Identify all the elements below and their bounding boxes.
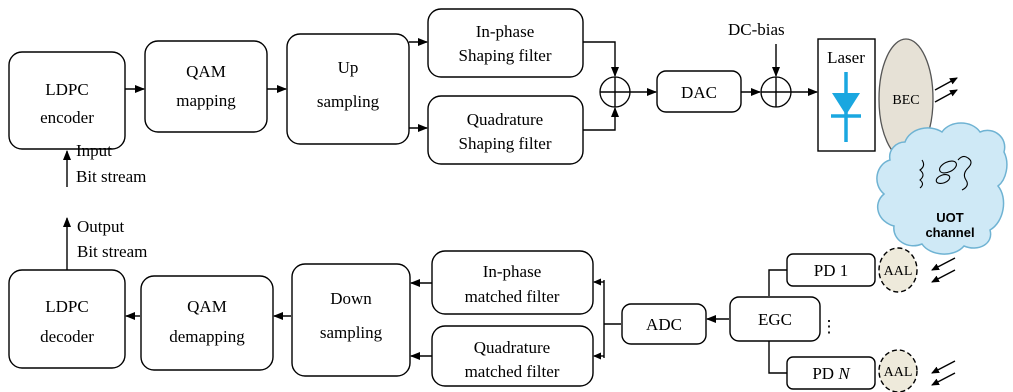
rx-incident-arrows-n-icon [931, 360, 956, 386]
pd-n-prefix: PD [812, 364, 838, 383]
tx-inphase-label-1: In-phase [476, 22, 535, 41]
ldpc-encoder-label-2: encoder [40, 108, 94, 127]
pd-n-index: N [837, 364, 851, 383]
qam-mapping-label-1: QAM [186, 62, 226, 81]
channel-label-1: UOT [936, 210, 964, 225]
tx-emission-arrows-icon [934, 77, 958, 103]
pd-n-block: PD N [786, 356, 876, 390]
output-bitstream: Output Bit stream [63, 217, 147, 270]
qam-demapping-block: QAM demapping [140, 275, 274, 371]
qam-demapping-label-2: demapping [169, 327, 245, 346]
tx-connections [125, 38, 818, 132]
tx-inphase-filter-block: In-phase Shaping filter [427, 8, 584, 78]
down-sampling-label-2: sampling [320, 323, 383, 342]
pd-n-label: PD N [812, 364, 851, 383]
tx-quadrature-filter-block: Quadrature Shaping filter [427, 95, 584, 165]
down-sampling-block: Down sampling [291, 263, 411, 377]
down-sampling-label-1: Down [330, 289, 372, 308]
egc-label: EGC [758, 310, 792, 329]
dac-label: DAC [681, 83, 717, 102]
rx-connections [125, 269, 787, 374]
summing-junction-2 [760, 76, 792, 108]
aal-1: AAL [878, 247, 918, 293]
ldpc-decoder-block: LDPC decoder [8, 269, 126, 369]
qam-mapping-label-2: mapping [176, 91, 236, 110]
pd-1-block: PD 1 [786, 253, 876, 287]
input-label-1: Input [76, 141, 112, 160]
rx-quadrature-label-2: matched filter [465, 362, 560, 381]
ldpc-encoder-label-1: LDPC [45, 80, 88, 99]
channel-label-2: channel [925, 225, 974, 240]
ldpc-decoder-label-2: decoder [40, 327, 94, 346]
summing-junction-1 [599, 76, 631, 108]
rx-inphase-filter-block: In-phase matched filter [431, 250, 594, 315]
qam-mapping-block: QAM mapping [144, 40, 268, 133]
dac-block: DAC [656, 70, 742, 113]
bec-label: BEC [892, 93, 919, 108]
aal-n-label: AAL [884, 365, 913, 380]
uot-channel-cloud: UOT channel [876, 122, 1008, 255]
ldpc-decoder-label-1: LDPC [45, 297, 88, 316]
output-label-1: Output [77, 217, 125, 236]
egc-block: EGC [729, 296, 821, 342]
channel-fish-icon [919, 155, 972, 191]
rx-quadrature-label-1: Quadrature [474, 338, 550, 357]
rx-inphase-label-1: In-phase [483, 262, 542, 281]
up-sampling-label-2: sampling [317, 92, 380, 111]
aal-n: AAL [878, 349, 918, 392]
aal-1-label: AAL [884, 264, 913, 279]
adc-label: ADC [646, 315, 682, 334]
input-label-2: Bit stream [76, 167, 146, 186]
laser-block: Laser [817, 38, 876, 152]
dc-bias-label: DC-bias [728, 20, 785, 39]
laser-label: Laser [827, 48, 865, 67]
input-bitstream: Input Bit stream [63, 141, 146, 187]
up-sampling-label-1: Up [338, 58, 359, 77]
laser-diode-icon [831, 72, 861, 142]
output-label-2: Bit stream [77, 242, 147, 261]
pd-ellipsis: ⋮ [821, 317, 838, 336]
pd-1-label: PD 1 [814, 261, 848, 280]
tx-quadrature-label-1: Quadrature [467, 110, 543, 129]
up-sampling-block: Up sampling [286, 33, 410, 145]
tx-quadrature-label-2: Shaping filter [458, 134, 551, 153]
tx-inphase-label-2: Shaping filter [458, 46, 551, 65]
qam-demapping-label-1: QAM [187, 297, 227, 316]
adc-block: ADC [621, 303, 707, 345]
rx-inphase-label-2: matched filter [465, 287, 560, 306]
rx-quadrature-filter-block: Quadrature matched filter [431, 325, 594, 387]
ldpc-encoder-block: LDPC encoder [8, 51, 126, 150]
rx-incident-arrows-1-icon [931, 257, 956, 283]
